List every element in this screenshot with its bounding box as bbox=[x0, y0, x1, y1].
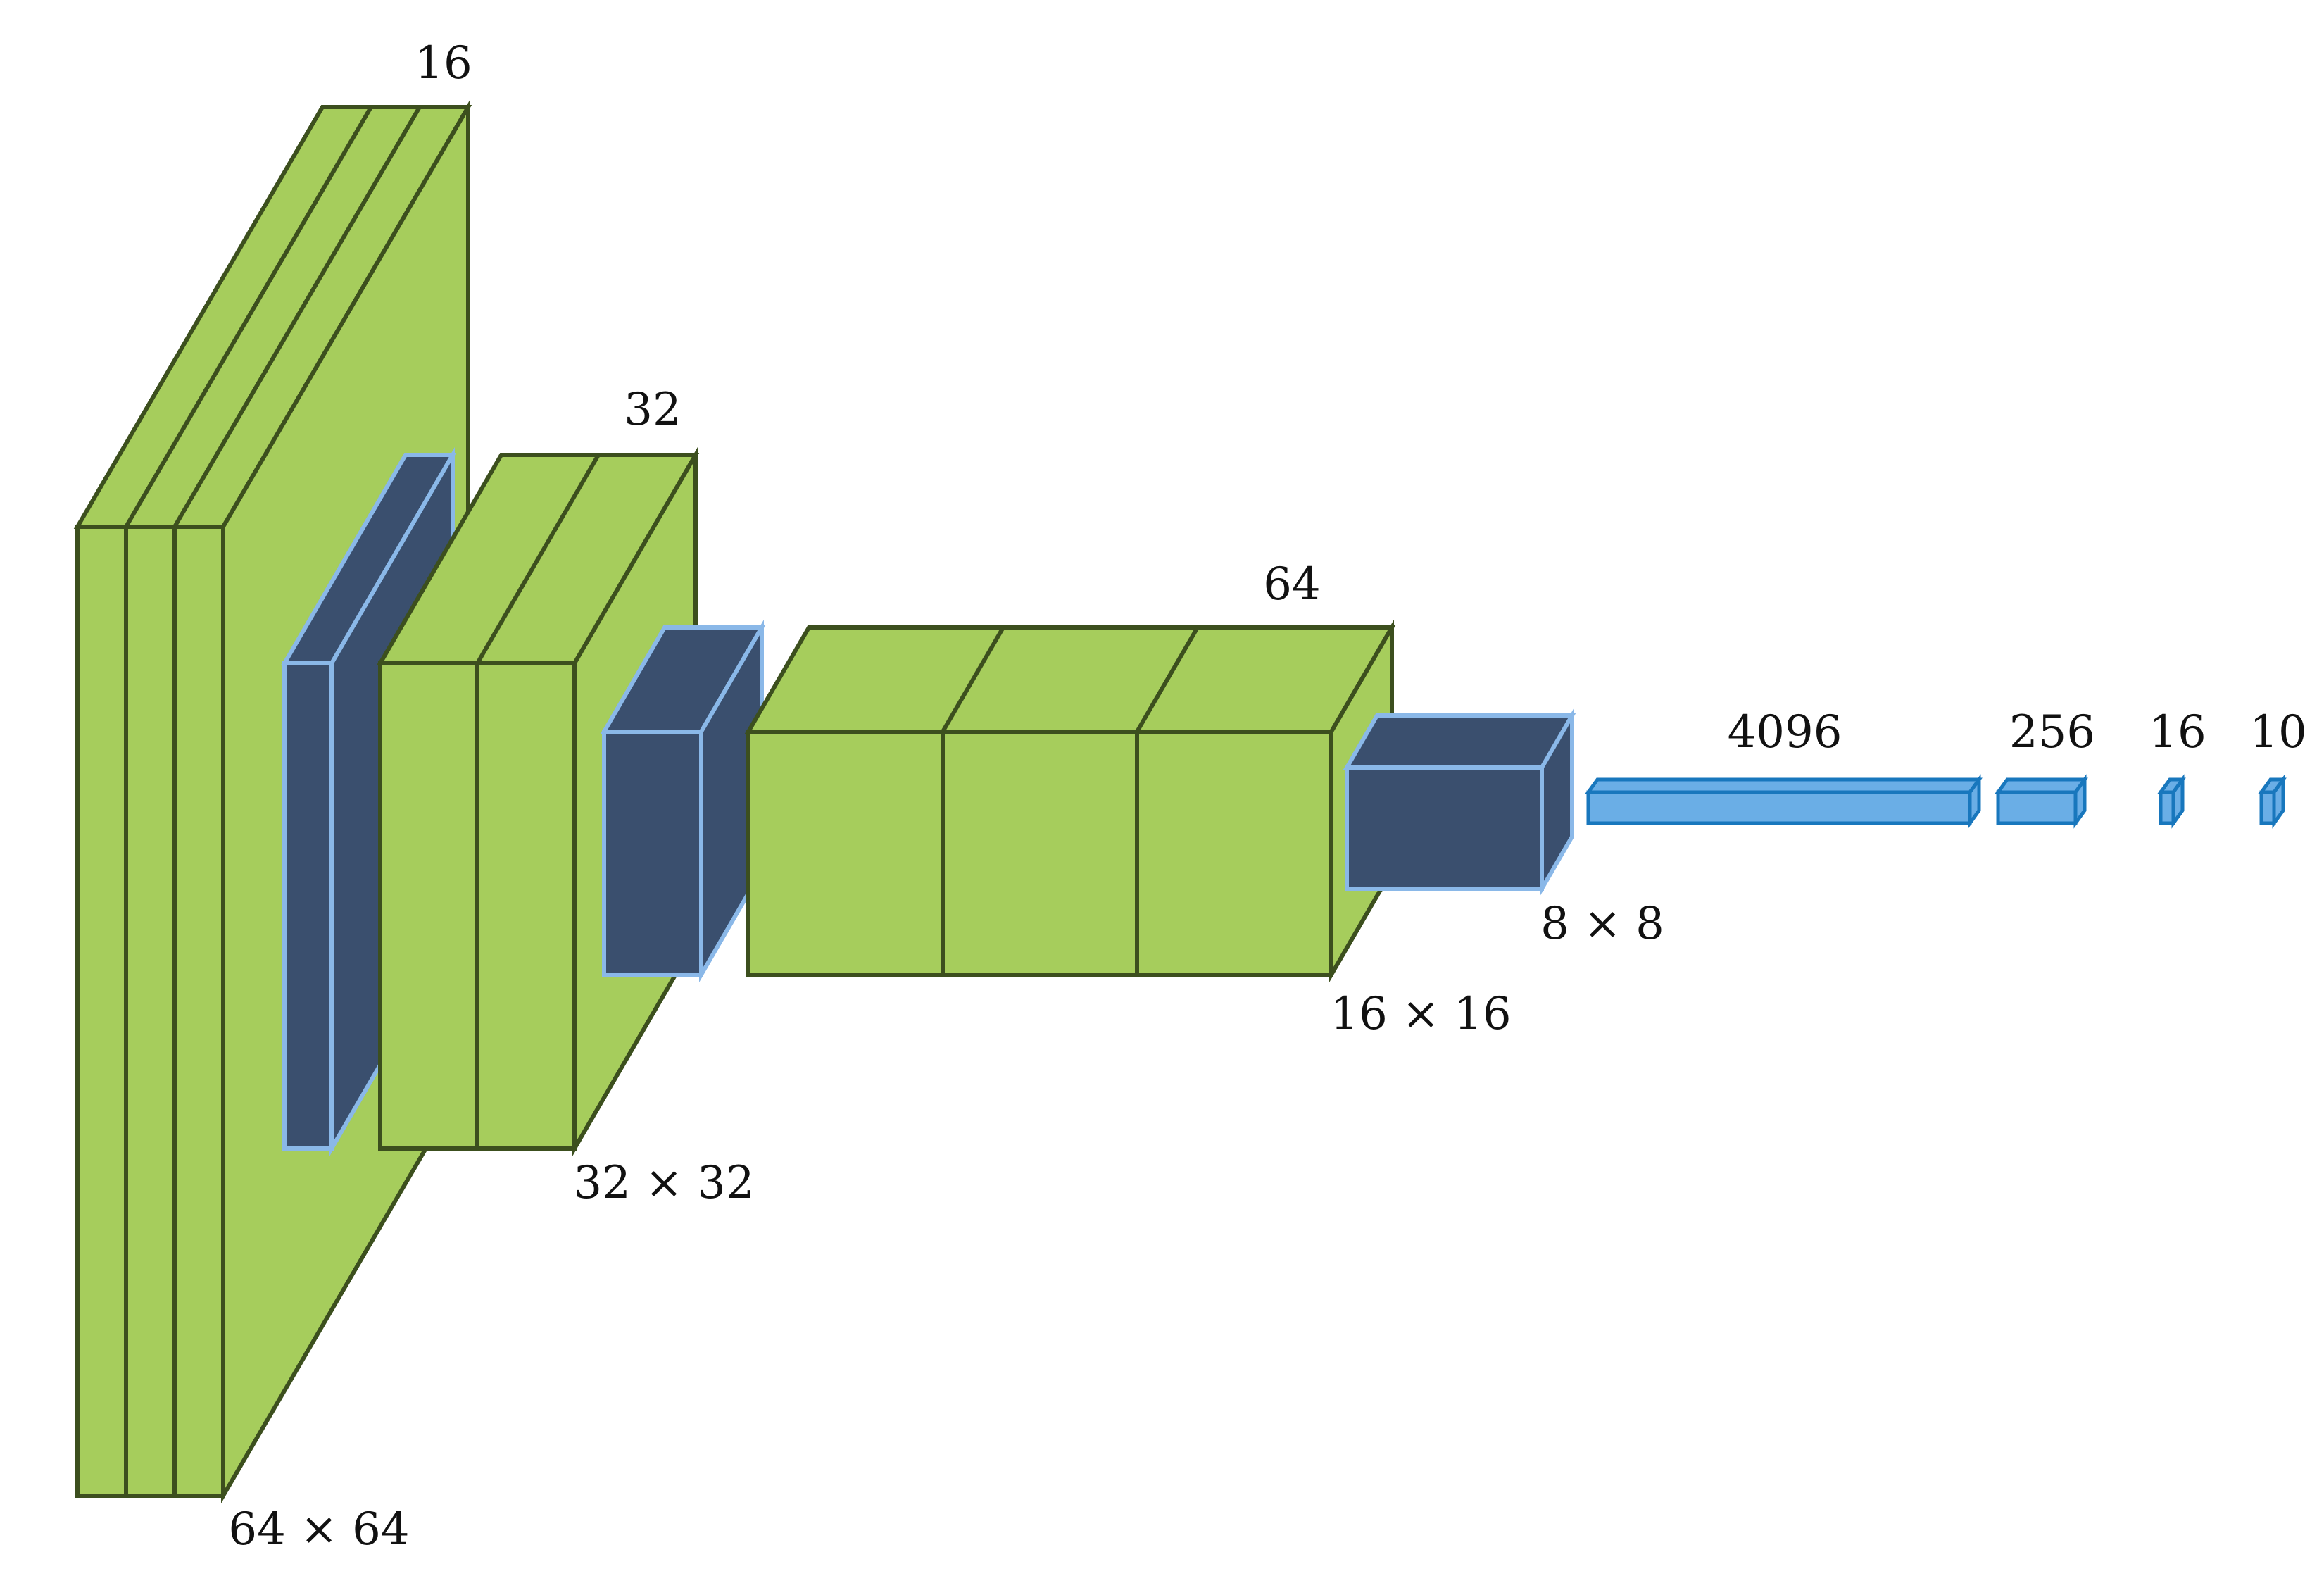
pool3-top-face bbox=[1343, 713, 1576, 770]
dense4-dense-block bbox=[2258, 774, 2287, 829]
dense1-top-face bbox=[1585, 777, 1983, 794]
dense2-front-face bbox=[1996, 790, 2078, 825]
pool2-pool-block bbox=[600, 619, 766, 983]
conv3-depth-label: 64 bbox=[1263, 558, 1321, 611]
conv2-depth-label: 32 bbox=[624, 384, 682, 436]
conv3-conv-block bbox=[744, 619, 1396, 983]
pool2-front-face bbox=[602, 730, 703, 977]
dense4-front-face bbox=[2259, 790, 2276, 825]
pool3-front-face bbox=[1345, 765, 1544, 891]
conv2-slice-divider-top bbox=[475, 454, 601, 665]
conv3-slice-divider-top bbox=[941, 626, 1005, 733]
dense1-units-label: 4096 bbox=[1727, 706, 1842, 758]
conv1-slice-divider-top bbox=[172, 106, 422, 528]
conv3-top-face bbox=[744, 625, 1396, 734]
dense2-top-face bbox=[1995, 777, 2088, 794]
pool3-size-label: 8 × 8 bbox=[1540, 898, 1664, 950]
conv1-depth-label: 16 bbox=[415, 37, 472, 89]
conv2-size-label: 32 × 32 bbox=[573, 1157, 755, 1209]
dense4-units-label: 10 bbox=[2249, 706, 2307, 758]
dense3-dense-block bbox=[2157, 774, 2186, 829]
conv3-slice-divider-top bbox=[1135, 626, 1200, 733]
conv3-front-face bbox=[746, 730, 1333, 977]
conv1-front-face bbox=[75, 525, 225, 1498]
dense1-front-face bbox=[1586, 790, 1972, 825]
dense3-units-label: 16 bbox=[2149, 706, 2206, 758]
conv1-slice-divider-top bbox=[124, 106, 373, 528]
dense1-dense-block bbox=[1585, 774, 1983, 829]
dense3-front-face bbox=[2159, 790, 2175, 825]
dense2-dense-block bbox=[1995, 774, 2088, 829]
conv1-size-label: 64 × 64 bbox=[228, 1503, 410, 1556]
dense2-units-label: 256 bbox=[2009, 706, 2096, 758]
blocks-layer bbox=[73, 99, 2287, 1504]
conv3-size-label: 16 × 16 bbox=[1330, 988, 1512, 1040]
pool3-pool-block bbox=[1343, 707, 1576, 897]
pool1-front-face bbox=[282, 661, 334, 1151]
